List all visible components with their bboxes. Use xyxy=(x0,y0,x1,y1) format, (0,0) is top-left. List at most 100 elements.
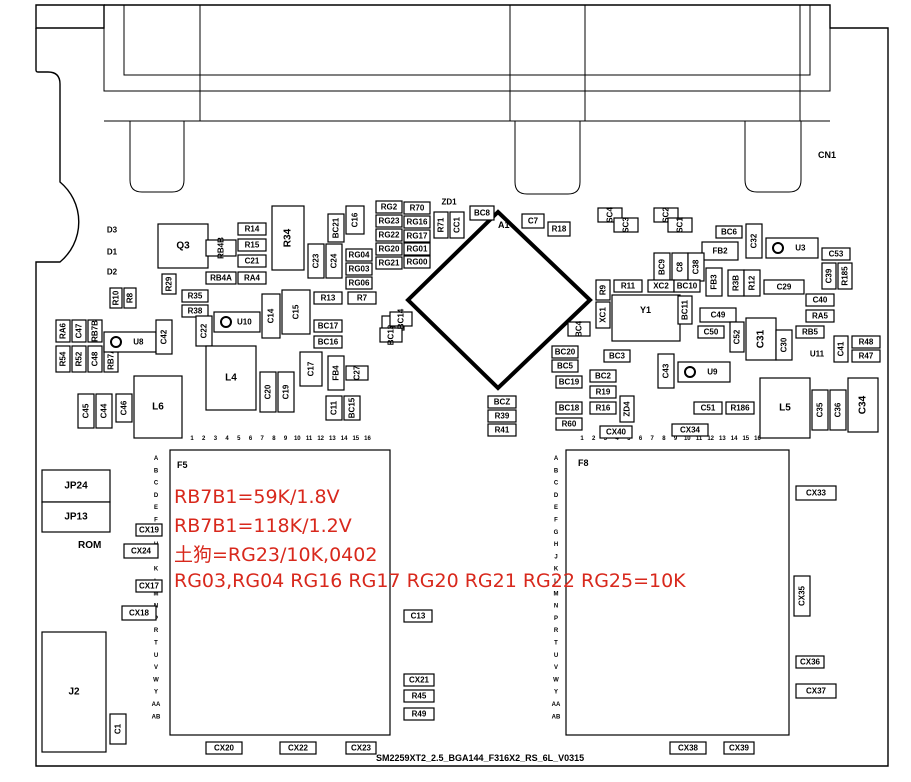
component-label: C41 xyxy=(837,341,846,356)
component-u8: U8 xyxy=(103,331,157,353)
component-label: C42 xyxy=(160,329,169,344)
component-label: U11 xyxy=(810,350,825,359)
component-label: R34 xyxy=(283,228,294,247)
component-c21: C21 xyxy=(237,254,267,268)
component-bc5: BC5 xyxy=(551,359,579,373)
component-r8: R8 xyxy=(123,287,137,309)
component-rb5: RB5 xyxy=(795,325,825,339)
component-label: C23 xyxy=(312,253,321,268)
component-label: FB3 xyxy=(710,274,719,290)
component-label: BC9 xyxy=(658,258,667,275)
component-label: C20 xyxy=(264,384,273,399)
component-label: C31 xyxy=(756,329,767,348)
component-r34: R34 xyxy=(271,205,305,271)
component-c43: C43 xyxy=(657,353,675,389)
component-label: R41 xyxy=(495,426,510,435)
component-label: CX37 xyxy=(806,687,827,696)
component-c39: C39 xyxy=(821,262,837,290)
component-bc17: BC17 xyxy=(313,319,343,333)
component-label: BC5 xyxy=(557,362,574,371)
component-c20: C20 xyxy=(259,371,277,413)
component-r11: R11 xyxy=(613,279,643,293)
column-number: 8 xyxy=(272,436,276,442)
component-c22: C22 xyxy=(195,315,213,347)
component-cx21: CX21 xyxy=(403,673,435,687)
component-label: CX22 xyxy=(288,744,309,753)
column-number: 6 xyxy=(249,436,253,442)
component-label: C40 xyxy=(813,296,828,305)
component-cx22: CX22 xyxy=(279,741,317,755)
component-label: C24 xyxy=(330,253,339,268)
component-bc10: BC10 xyxy=(673,279,701,293)
component-label: XC2 xyxy=(653,282,669,291)
component-label: BC17 xyxy=(318,322,339,331)
component-c41: C41 xyxy=(833,335,849,363)
component-bc11: BC11 xyxy=(677,295,693,325)
component-label: C44 xyxy=(100,403,109,418)
board-silkscreen-id: SM2259XT2_2.5_BGA144_F316X2_RS_6L_V0315 xyxy=(376,753,584,763)
component-c40: C40 xyxy=(805,293,835,307)
component-label: C15 xyxy=(292,304,301,319)
component-cx18: CX18 xyxy=(121,605,157,621)
component-rg21: RG21 xyxy=(375,256,403,270)
flash-right-label: F8 xyxy=(578,458,589,468)
component-r14: R14 xyxy=(237,222,267,236)
component-label: RB7B xyxy=(91,320,100,342)
component-r29: R29 xyxy=(161,273,177,295)
component-label: C1 xyxy=(114,723,123,734)
component-rg2: RG2 xyxy=(375,200,403,214)
component-label: BC3 xyxy=(609,352,626,361)
component-rg03: RG03 xyxy=(345,262,373,276)
component-c14: C14 xyxy=(261,293,281,339)
component-label: C50 xyxy=(704,328,719,337)
component-label: D1 xyxy=(107,248,118,257)
component-label: CX40 xyxy=(606,428,627,437)
component-label: C11 xyxy=(330,400,339,415)
component-r38: R38 xyxy=(181,304,209,318)
component-label: R3B xyxy=(732,275,741,291)
component-c7: C7 xyxy=(521,213,545,229)
column-number: 5 xyxy=(237,436,241,442)
component-label: R49 xyxy=(412,710,427,719)
row-letter: G xyxy=(554,530,559,536)
component-label: CX21 xyxy=(409,676,430,685)
component-label: CX23 xyxy=(351,744,372,753)
component-r48: R48 xyxy=(851,335,881,349)
component-label: C32 xyxy=(750,233,759,248)
component-c13: C13 xyxy=(403,609,433,623)
component-bcz: BCZ xyxy=(487,395,517,409)
row-letter: AA xyxy=(552,702,561,708)
row-letter: Y xyxy=(154,690,158,696)
component-label: R38 xyxy=(188,307,203,316)
column-number: 13 xyxy=(329,436,336,442)
component-label: Q3 xyxy=(176,241,190,252)
component-j2: J2 xyxy=(41,631,107,753)
component-cx33: CX33 xyxy=(795,485,837,501)
column-number: 9 xyxy=(674,436,678,442)
component-label: CX24 xyxy=(131,547,152,556)
component-d2: D2 xyxy=(107,268,118,277)
component-label: BC13 xyxy=(387,324,396,345)
component-ra6: RA6 xyxy=(55,319,71,343)
component-label: C8 xyxy=(676,261,685,272)
component-label: RA5 xyxy=(812,312,829,321)
component-label: R16 xyxy=(596,404,611,413)
component-label: CX18 xyxy=(129,609,150,618)
component-label: C46 xyxy=(120,400,129,415)
connector-label: CN1 xyxy=(818,150,836,160)
component-c15: C15 xyxy=(281,289,311,335)
column-number: 3 xyxy=(604,436,608,442)
controller-label: A1 xyxy=(498,220,510,230)
component-label: BC4 xyxy=(575,320,584,337)
component-l5: L5 xyxy=(759,377,811,439)
row-letter: C xyxy=(554,481,559,487)
flash-package-left xyxy=(169,449,391,736)
component-rb7b: RB7B xyxy=(87,319,103,343)
component-label: JP24 xyxy=(64,481,88,492)
component-label: BC21 xyxy=(332,217,341,238)
column-number: 11 xyxy=(306,436,313,442)
column-number: 1 xyxy=(580,436,584,442)
row-letter: V xyxy=(154,665,158,671)
